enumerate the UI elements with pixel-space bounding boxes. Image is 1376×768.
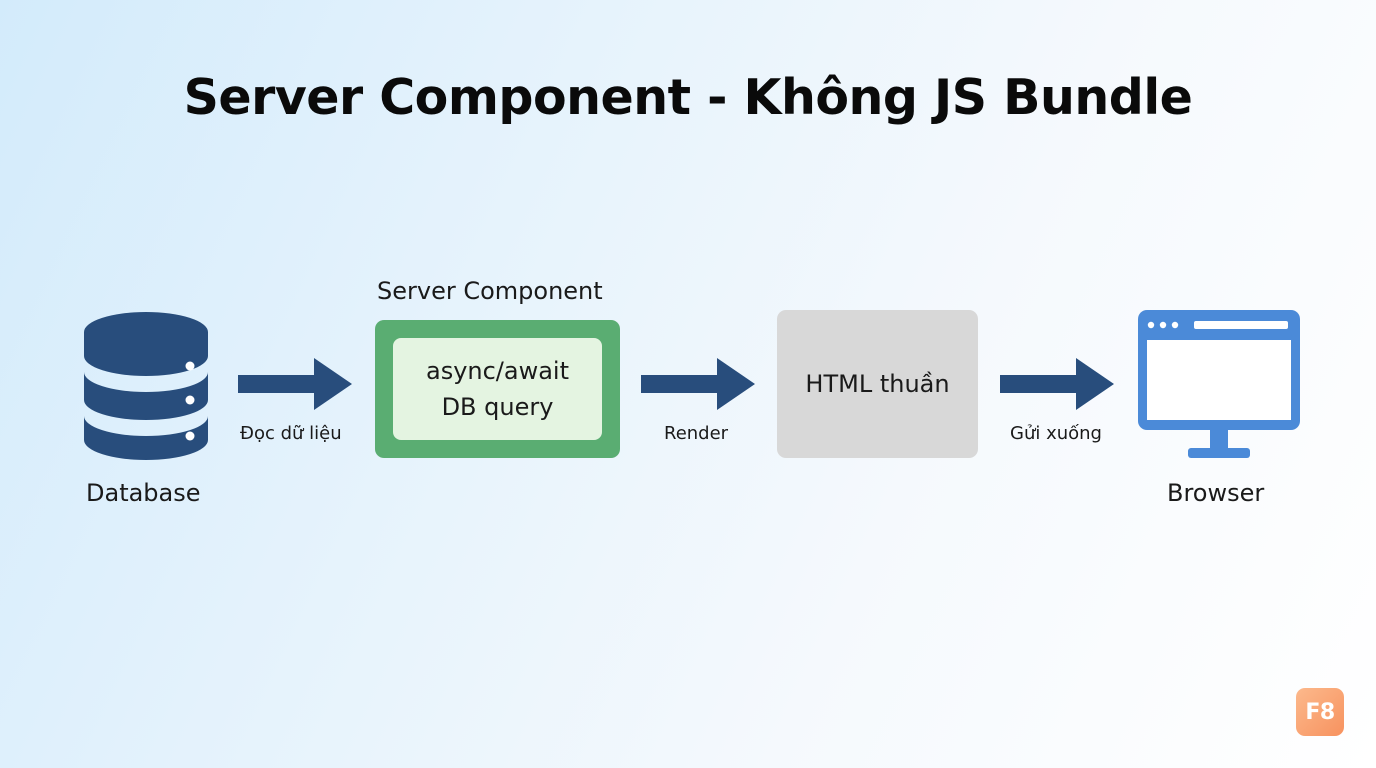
edge-label-render: Render: [664, 423, 729, 444]
browser-window-icon: [1138, 310, 1300, 458]
server-component-line-async: async/await: [425, 357, 570, 385]
edge-label-read-data: Đọc dữ liệu: [240, 423, 342, 444]
arrow-server-to-html: [641, 358, 755, 410]
server-component-heading: Server Component: [377, 277, 603, 305]
server-component-content: async/await DB query: [393, 338, 602, 440]
browser-label: Browser: [1167, 479, 1265, 507]
f8-logo-text: F8: [1305, 699, 1335, 725]
arrow-html-to-browser: [1000, 358, 1114, 410]
f8-logo: F8: [1296, 688, 1344, 736]
html-output-box: HTML thuần: [777, 310, 978, 458]
database-icon: [84, 312, 208, 460]
edge-label-send-down: Gửi xuống: [1010, 423, 1102, 444]
database-label: Database: [86, 479, 201, 507]
diagram-title: Server Component - Không JS Bundle: [183, 69, 1193, 126]
server-component-line-query: DB query: [441, 393, 554, 421]
arrow-database-to-server: [238, 358, 352, 410]
server-component-box: async/await DB query: [375, 320, 620, 458]
html-output-label: HTML thuần: [805, 370, 950, 398]
